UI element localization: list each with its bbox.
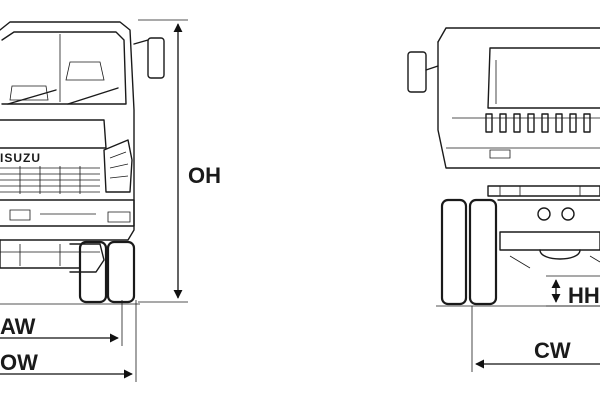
dimension-hh: HH <box>546 275 600 308</box>
dimension-aw: AW <box>0 300 123 346</box>
dimension-cw: CW <box>471 306 600 372</box>
truck-rear-view <box>407 27 600 306</box>
label-cw: CW <box>534 338 571 363</box>
dimension-ow: OW <box>0 300 137 382</box>
truck-front-view: ISUZU <box>0 21 165 304</box>
front-wheel-outer <box>106 240 136 304</box>
label-ow: OW <box>0 350 38 375</box>
rear-wheel-outer <box>440 198 468 306</box>
label-oh: OH <box>188 163 221 188</box>
front-wheel-inner <box>78 240 108 304</box>
label-hh: HH <box>568 283 600 308</box>
dimension-oh: OH <box>138 19 221 303</box>
brand-logo-text: ISUZU <box>0 151 41 165</box>
label-aw: AW <box>0 314 36 339</box>
rear-wheel-inner <box>468 198 498 306</box>
